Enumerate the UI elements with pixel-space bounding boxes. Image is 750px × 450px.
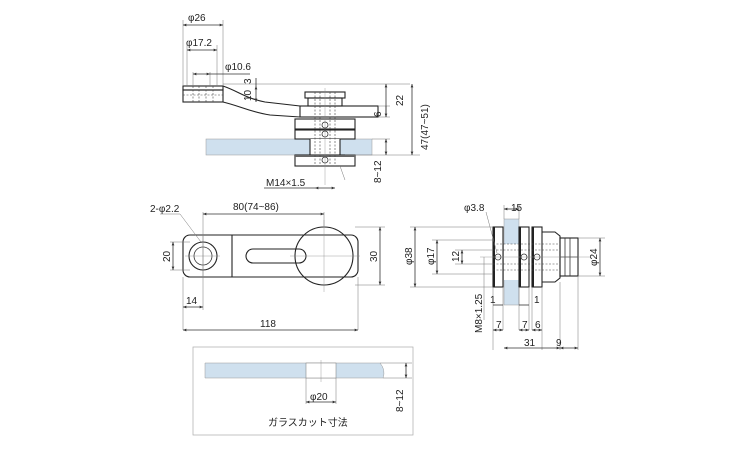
dim-phi17: φ17 <box>426 247 437 265</box>
dim-phi26: φ26 <box>188 13 206 24</box>
dim-7b: 7 <box>522 320 528 331</box>
dim-22: 22 <box>395 94 406 106</box>
dim-6: 6 <box>373 111 384 117</box>
dim-9: 9 <box>556 338 562 349</box>
dim-1a: 1 <box>490 295 496 306</box>
arm-flange <box>182 89 224 103</box>
glass-plate <box>205 138 373 156</box>
glass-cut-title: ガラスカット寸法 <box>268 416 348 429</box>
dim-1b: 1 <box>534 295 540 306</box>
dim-10: 10 <box>243 89 254 101</box>
dim-phi17-2: φ17.2 <box>186 38 212 49</box>
dim-holes: 2-φ2.2 <box>150 204 180 215</box>
dim-15: 15 <box>511 203 523 214</box>
side-view: φ26 φ17.2 φ10.6 3 10 22 6 47(47~51) 8~12… <box>182 13 431 190</box>
arm-curve-bottom <box>222 101 301 118</box>
arm-flange-top <box>182 85 224 91</box>
dim-phi3-8: φ3.8 <box>464 203 485 214</box>
dim-30: 30 <box>369 250 380 262</box>
arm-curve-top <box>222 85 301 107</box>
glass-cut-phi20: φ20 <box>310 392 328 403</box>
dim-8-12: 8~12 <box>373 160 384 183</box>
dim-118: 118 <box>260 319 276 330</box>
dim-3: 3 <box>243 78 254 84</box>
dim-31: 31 <box>524 338 536 349</box>
arm-plate <box>299 105 379 118</box>
glass-cut-frame <box>192 346 414 436</box>
dim-80: 80(74~86) <box>233 202 279 213</box>
dim-47: 47(47~51) <box>420 104 431 150</box>
glass-cut-8-12: 8~12 <box>395 389 406 412</box>
top-view: 2-φ2.2 80(74~86) 20 30 14 118 <box>150 202 385 332</box>
dim-phi10-6: φ10.6 <box>225 62 251 73</box>
dim-14: 14 <box>186 296 198 307</box>
glass-cut-plate <box>204 362 385 379</box>
end-view: φ3.8 15 φ38 φ17 12 φ24 M8×1.25 1 1 7 7 6… <box>404 203 605 350</box>
glass-cut-panel: φ20 8~12 ガラスカット寸法 <box>192 346 414 436</box>
dim-phi24: φ24 <box>589 248 600 266</box>
dim-m14: M14×1.5 <box>266 178 306 189</box>
dim-m8: M8×1.25 <box>474 293 485 333</box>
dim-7a: 7 <box>496 320 502 331</box>
dim-6b: 6 <box>535 320 541 331</box>
dim-phi38: φ38 <box>404 247 415 265</box>
dim-20: 20 <box>162 250 173 262</box>
dim-12: 12 <box>451 250 462 262</box>
